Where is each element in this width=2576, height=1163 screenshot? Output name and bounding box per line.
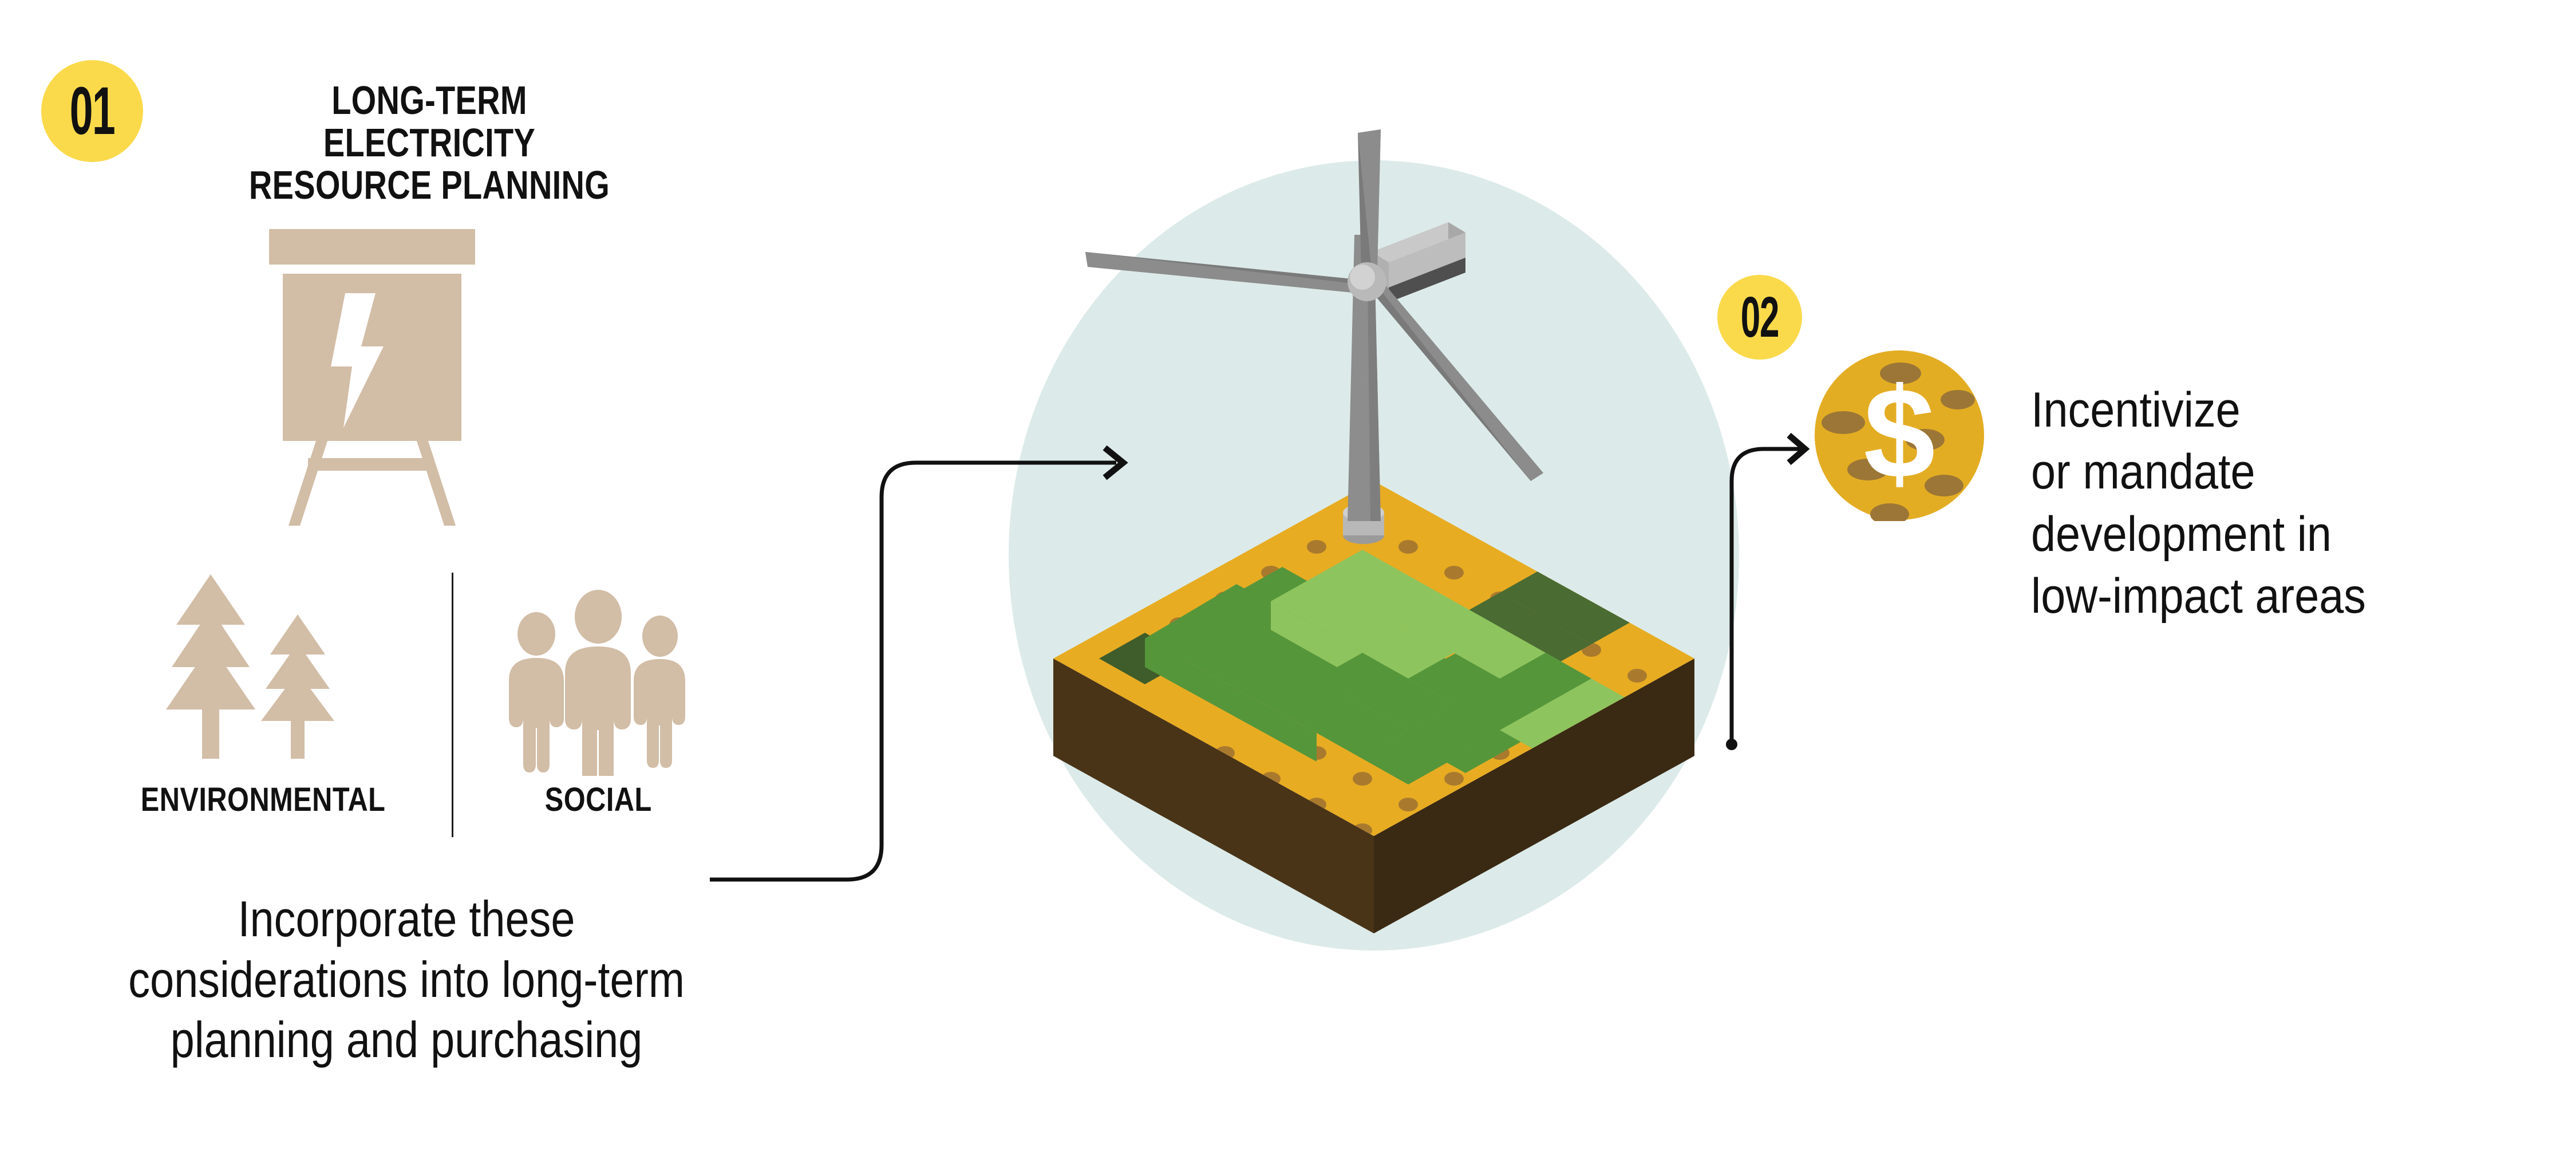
category-environmental: ENVIRONMENTAL xyxy=(80,558,447,856)
coin-speckles xyxy=(1822,362,1975,521)
category-social-label: SOCIAL xyxy=(544,781,652,818)
section-title-line-1: LONG-TERM ELECTRICITY xyxy=(323,78,536,165)
category-social: SOCIAL xyxy=(458,558,738,856)
step-two-caption-line-3: development in xyxy=(2031,506,2332,562)
step-two-badge-number: 02 xyxy=(1740,285,1780,349)
wind-turbine-icon xyxy=(1085,129,1543,544)
three-people-icon-wrapper xyxy=(458,558,738,776)
step-two-caption-line-2: or mandate xyxy=(2031,444,2255,500)
section-title-line-2: RESOURCE PLANNING xyxy=(248,163,610,208)
gold-coin-dollar-icon: $ xyxy=(1815,350,1984,521)
step-one-badge-number: 01 xyxy=(69,73,116,149)
easel-flipchart-lightning-icon xyxy=(269,229,475,526)
step-one-caption-line-3: planning and purchasing xyxy=(170,1011,643,1069)
consideration-categories: ENVIRONMENTAL xyxy=(80,558,738,856)
step-two-caption: Incentivize or mandate development in lo… xyxy=(2031,379,2495,627)
category-divider xyxy=(452,573,453,837)
coin-dollar-symbol: $ xyxy=(1863,361,1935,505)
pine-trees-icon xyxy=(166,574,334,759)
step-one-caption: Incorporate these considerations into lo… xyxy=(67,889,746,1070)
grass-patches xyxy=(1099,550,1637,784)
land-parcel-icon xyxy=(1053,481,1694,933)
step-two-caption-line-4: low-impact areas xyxy=(2031,569,2366,624)
pine-trees-icon-wrapper xyxy=(80,558,447,776)
step-one-caption-line-1: Incorporate these xyxy=(238,890,575,947)
category-environmental-label: ENVIRONMENTAL xyxy=(141,781,386,818)
isometric-wind-farm-scene xyxy=(1009,129,1739,951)
step-two-badge-circle xyxy=(1717,275,1802,360)
step-one-caption-line-2: considerations into long-term xyxy=(128,951,685,1008)
step-one-badge-circle xyxy=(41,60,143,162)
step-two-caption-line-1: Incentivize xyxy=(2031,383,2241,437)
section-title: LONG-TERM ELECTRICITY RESOURCE PLANNING xyxy=(237,79,622,207)
three-people-icon xyxy=(509,590,685,776)
